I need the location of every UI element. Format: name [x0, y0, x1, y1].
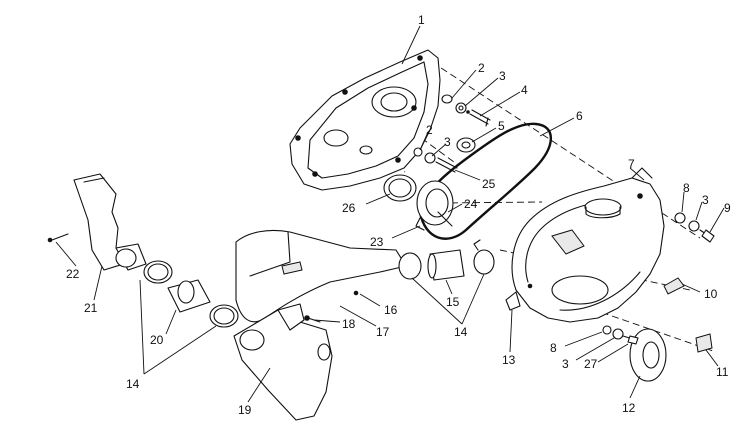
- callout-21: 21: [84, 301, 98, 315]
- inner-cover-plate: [289, 49, 441, 191]
- callout-3-bottom: 3: [562, 357, 569, 371]
- screw-22: [47, 233, 69, 243]
- clamp-14-left: [143, 260, 239, 328]
- callout-17: 17: [376, 325, 390, 339]
- callout-14-right: 14: [454, 325, 468, 339]
- callout-25: 25: [482, 177, 496, 191]
- decal-11: [695, 333, 713, 353]
- disc-12: [629, 328, 667, 382]
- callout-5: 5: [498, 119, 505, 133]
- drive-pulley: [415, 180, 454, 231]
- hardware-bottom-stack: [602, 325, 639, 345]
- callout-13: 13: [502, 353, 516, 367]
- callout-7: 7: [628, 157, 635, 171]
- bracket-13: [505, 291, 521, 311]
- callout-16: 16: [384, 303, 398, 317]
- callout-15: 15: [446, 295, 460, 309]
- callout-9: 9: [724, 201, 731, 215]
- spacer-5: [456, 137, 476, 153]
- callout-14-left: 14: [126, 377, 140, 391]
- screw-18: [304, 315, 321, 323]
- sleeve-15: [398, 239, 495, 281]
- drive-belt: [418, 122, 552, 240]
- coupler-20: [167, 279, 211, 313]
- callout-labels: 1 2 3 4 5 6 2 3 25 26 24 23 7 8 3 9 10 1…: [66, 13, 731, 417]
- callout-22: 22: [66, 267, 80, 281]
- callout-3-right: 3: [702, 193, 709, 207]
- leader-lines: [55, 25, 725, 403]
- hardware-right-stack: [674, 212, 715, 243]
- hardware-top-stack: [441, 94, 491, 127]
- callout-10: 10: [704, 287, 718, 301]
- callout-27: 27: [584, 357, 598, 371]
- callout-12: 12: [622, 401, 636, 415]
- air-duct: [235, 229, 407, 323]
- callout-2-top: 2: [478, 61, 485, 75]
- seal-26: [383, 174, 417, 202]
- callout-18: 18: [342, 317, 356, 331]
- callout-8-bottom: 8: [550, 341, 557, 355]
- callout-20: 20: [150, 333, 164, 347]
- callout-4: 4: [521, 83, 528, 97]
- callout-3-top: 3: [499, 69, 506, 83]
- callout-3-mid: 3: [444, 135, 451, 149]
- callout-24: 24: [464, 197, 478, 211]
- callout-23: 23: [370, 235, 384, 249]
- inlet-tube-21: [73, 173, 147, 271]
- callout-19: 19: [238, 403, 252, 417]
- tag-10: [663, 277, 685, 295]
- callout-26: 26: [342, 201, 356, 215]
- callout-8-right: 8: [683, 181, 690, 195]
- callout-11: 11: [716, 365, 729, 379]
- callout-1: 1: [418, 13, 425, 27]
- outer-clutch-cover: [511, 167, 665, 323]
- callout-2-mid: 2: [426, 123, 433, 137]
- callout-6: 6: [576, 109, 583, 123]
- outlet-duct-19: [233, 303, 333, 421]
